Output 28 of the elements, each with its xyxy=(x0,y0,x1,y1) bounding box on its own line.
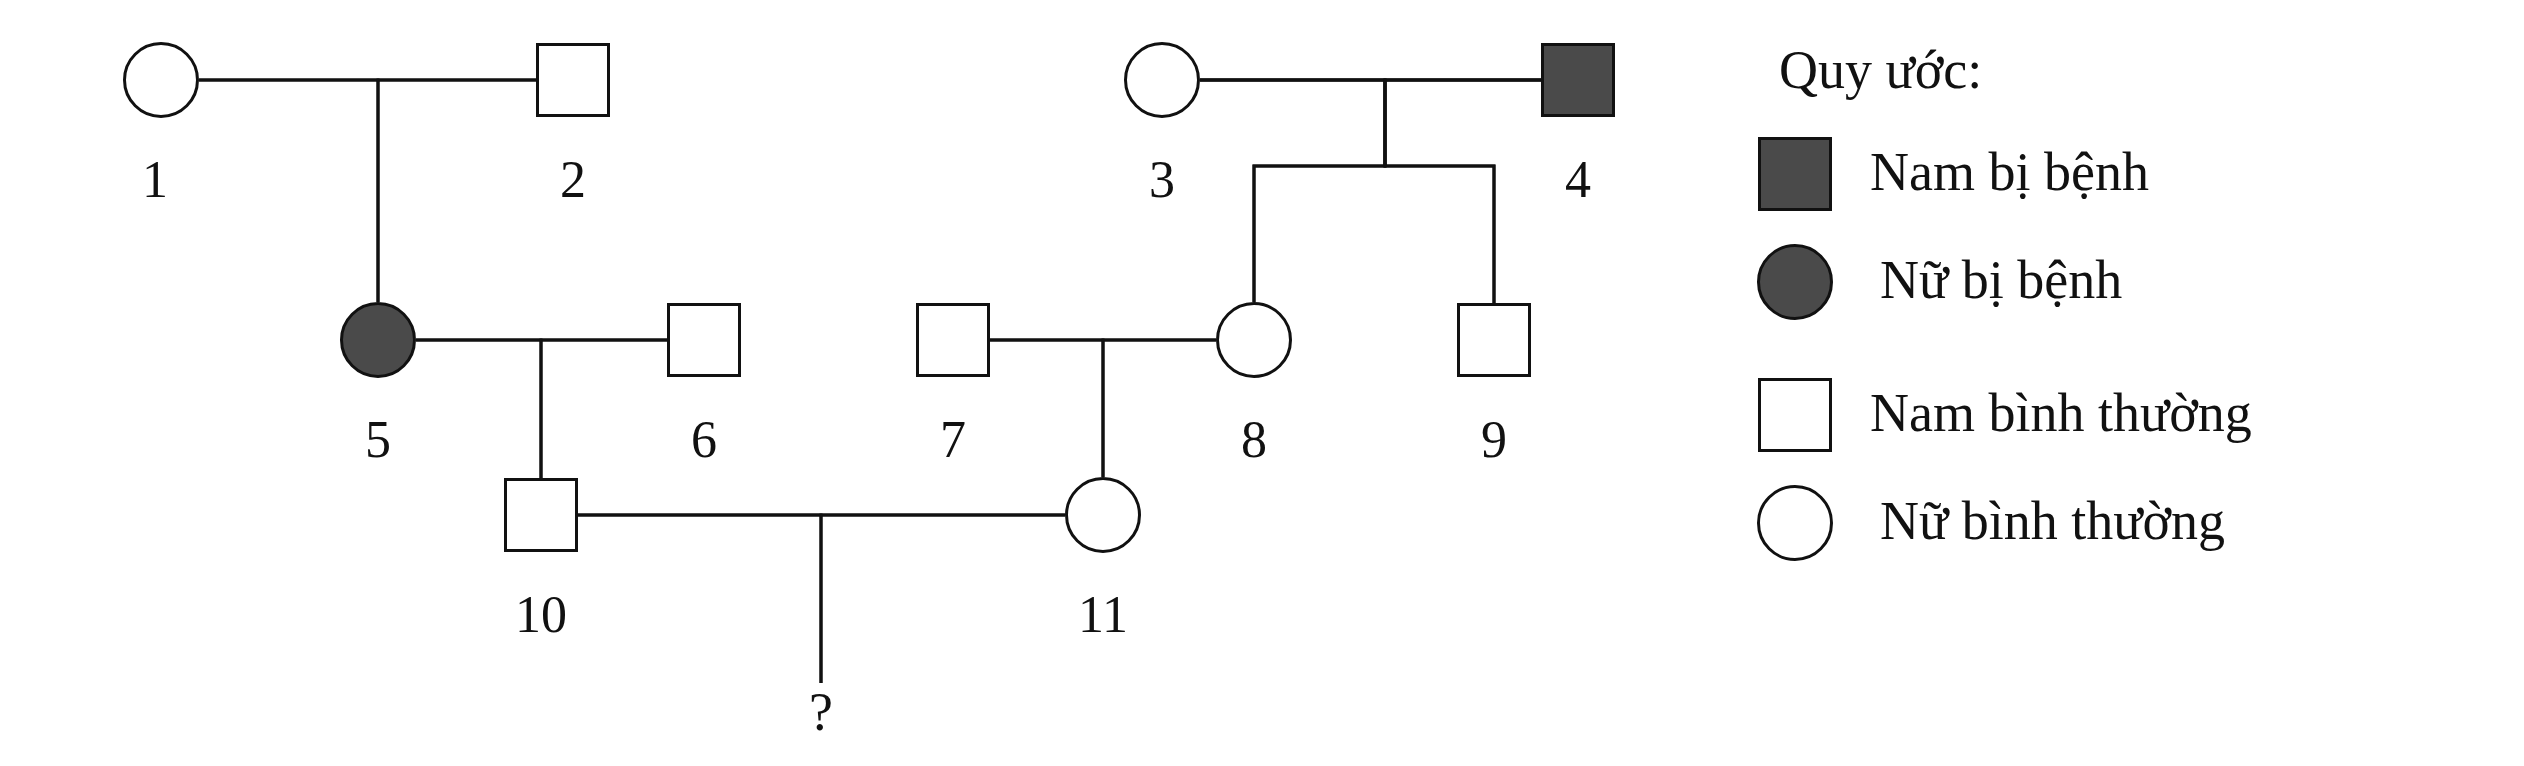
male-symbol xyxy=(504,478,578,552)
individual-number: 7 xyxy=(940,412,966,468)
male-symbol xyxy=(916,303,990,377)
individual-number: 1 xyxy=(142,152,168,208)
affected-male-symbol xyxy=(1541,43,1615,117)
pedigree-line xyxy=(539,338,667,478)
individual-number: 2 xyxy=(560,152,586,208)
individual-number: 8 xyxy=(1241,412,1267,468)
legend-text: Nam bị bệnh xyxy=(1870,142,2149,202)
male-symbol xyxy=(536,43,610,117)
pedigree-line xyxy=(1383,78,1541,303)
individual-number: 11 xyxy=(1077,587,1129,643)
pedigree-line xyxy=(1101,338,1216,477)
individual-number: 10 xyxy=(515,587,567,643)
male-symbol xyxy=(1457,303,1531,377)
male-symbol xyxy=(667,303,741,377)
individual-number: 5 xyxy=(365,412,391,468)
legend-title: Quy ước: xyxy=(1779,40,1983,100)
individual-number: 6 xyxy=(691,412,717,468)
individual-number: 3 xyxy=(1149,152,1175,208)
individual-number: 9 xyxy=(1481,412,1507,468)
individual-number: 4 xyxy=(1565,152,1591,208)
legend-text: Nữ bình thường xyxy=(1880,491,2226,551)
pedigree-line xyxy=(819,513,1065,683)
legend-text: Nam bình thường xyxy=(1870,383,2252,443)
legend-text: Nữ bị bệnh xyxy=(1880,250,2123,310)
question-mark: ? xyxy=(809,683,833,741)
pedigree-line xyxy=(376,78,536,302)
